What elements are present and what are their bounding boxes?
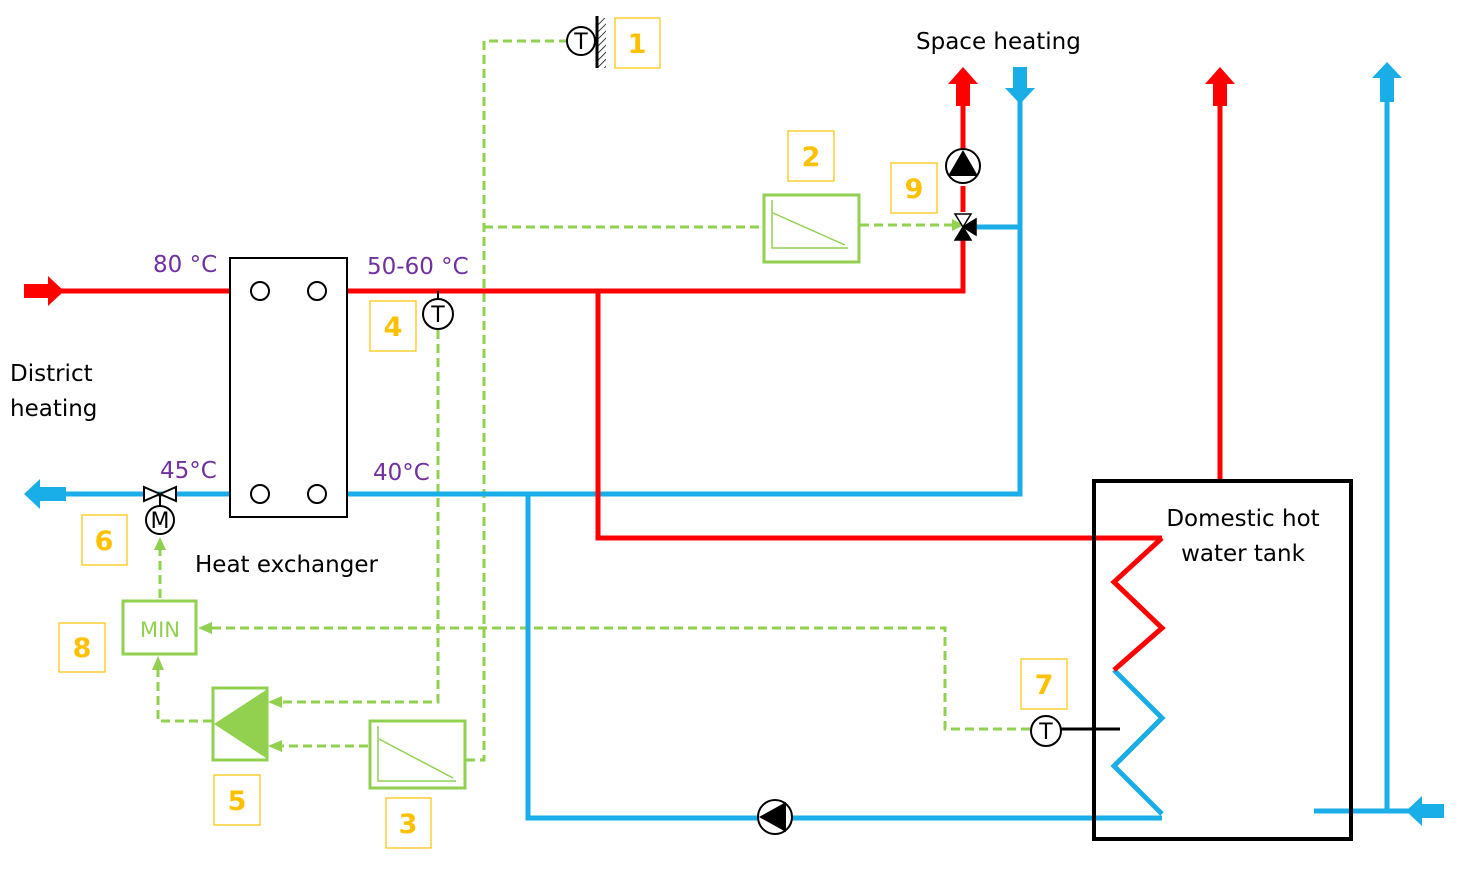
callout-6: 6 [81,514,128,566]
arrow-icon [1005,67,1035,104]
control-arrowheads [152,219,964,752]
arrow-icon [952,219,964,231]
three-way-valve-icon [953,213,977,241]
callout-4: 4 [369,300,417,352]
sensor-4-symbol: T [430,303,445,328]
pipe-dhw-supply [595,291,1162,541]
arrow-icon [1406,796,1444,826]
callout-1: 1 [614,17,661,69]
temperature-sensor-4-icon: T [422,291,454,330]
temp-return-out: 45°C [160,458,217,484]
dhw-tank-label-2: water tank [1181,541,1306,567]
temp-supply-out: 50-60 °C [367,254,469,280]
callout-7-number: 7 [1035,670,1054,701]
arrow-icon [24,479,66,509]
callout-3: 3 [385,797,432,849]
callouts: 1 2 3 4 5 6 7 8 [58,17,1068,849]
arrow-icon [948,67,978,106]
sensor-1-symbol: T [573,30,588,55]
arrow-icon [1205,67,1235,106]
motor-symbol: M [151,509,170,534]
heat-exchanger [229,257,348,518]
signal-sensor-4 [280,330,440,704]
pump-icon [945,148,981,184]
callout-3-number: 3 [399,809,418,840]
motor-valve-icon: M [143,485,177,535]
callout-5-number: 5 [228,786,247,817]
pipe-supply-hx [318,240,966,294]
hx-port-icon [250,484,270,504]
district-heating-label-2: heating [10,396,97,422]
pipe-coil-cold [1110,668,1166,816]
arrow-icon [1372,62,1402,102]
arrow-icon [198,622,212,634]
callout-4-number: 4 [384,312,403,343]
controller-curve-icon [368,719,467,790]
hx-port-icon [250,281,270,301]
temperature-sensor-7-icon: T [1030,715,1120,747]
pid-controller-icon [211,686,269,762]
callout-1-number: 1 [628,29,647,60]
pipe-coil-hot [1110,536,1166,672]
control-signal-lines [156,39,1030,762]
callout-7: 7 [1020,658,1068,710]
hot-pipes [60,92,1223,672]
signal-sensor-7 [210,626,1030,731]
temp-supply-in: 80 °C [153,252,217,278]
dhw-tank [1092,479,1353,841]
callout-5: 5 [213,774,261,826]
arrow-icon [268,740,282,752]
min-label: MIN [140,618,180,642]
hx-port-icon [307,281,327,301]
signal-pid-to-min [156,668,212,723]
heat-exchanger-label: Heat exchanger [195,552,378,578]
callout-8-number: 8 [73,633,92,664]
callout-2: 2 [787,130,835,182]
signal-outdoor-sensor [466,39,568,762]
callout-8: 8 [58,622,106,673]
dhw-tank-label-1: Domestic hot [1166,506,1319,532]
callout-9-number: 9 [905,174,924,205]
arrow-icon [24,276,64,306]
hx-port-icon [307,484,327,504]
pipe-dhw-return [525,494,1162,821]
temp-return-in: 40°C [373,460,430,486]
pump-icon [757,799,793,835]
callout-2-number: 2 [802,142,821,173]
callout-9: 9 [890,162,938,214]
thermostat-icon: T [566,16,606,68]
callout-6-number: 6 [95,526,114,557]
controller-curve-icon [762,193,861,264]
district-heating-label-1: District [10,361,93,387]
arrow-icon [154,537,166,550]
min-selector-icon: MIN [121,599,198,656]
sensor-7-symbol: T [1038,720,1053,745]
flow-arrows [24,62,1444,826]
space-heating-label: Space heating [916,29,1081,55]
arrow-icon [152,656,164,670]
arrow-icon [268,696,282,708]
